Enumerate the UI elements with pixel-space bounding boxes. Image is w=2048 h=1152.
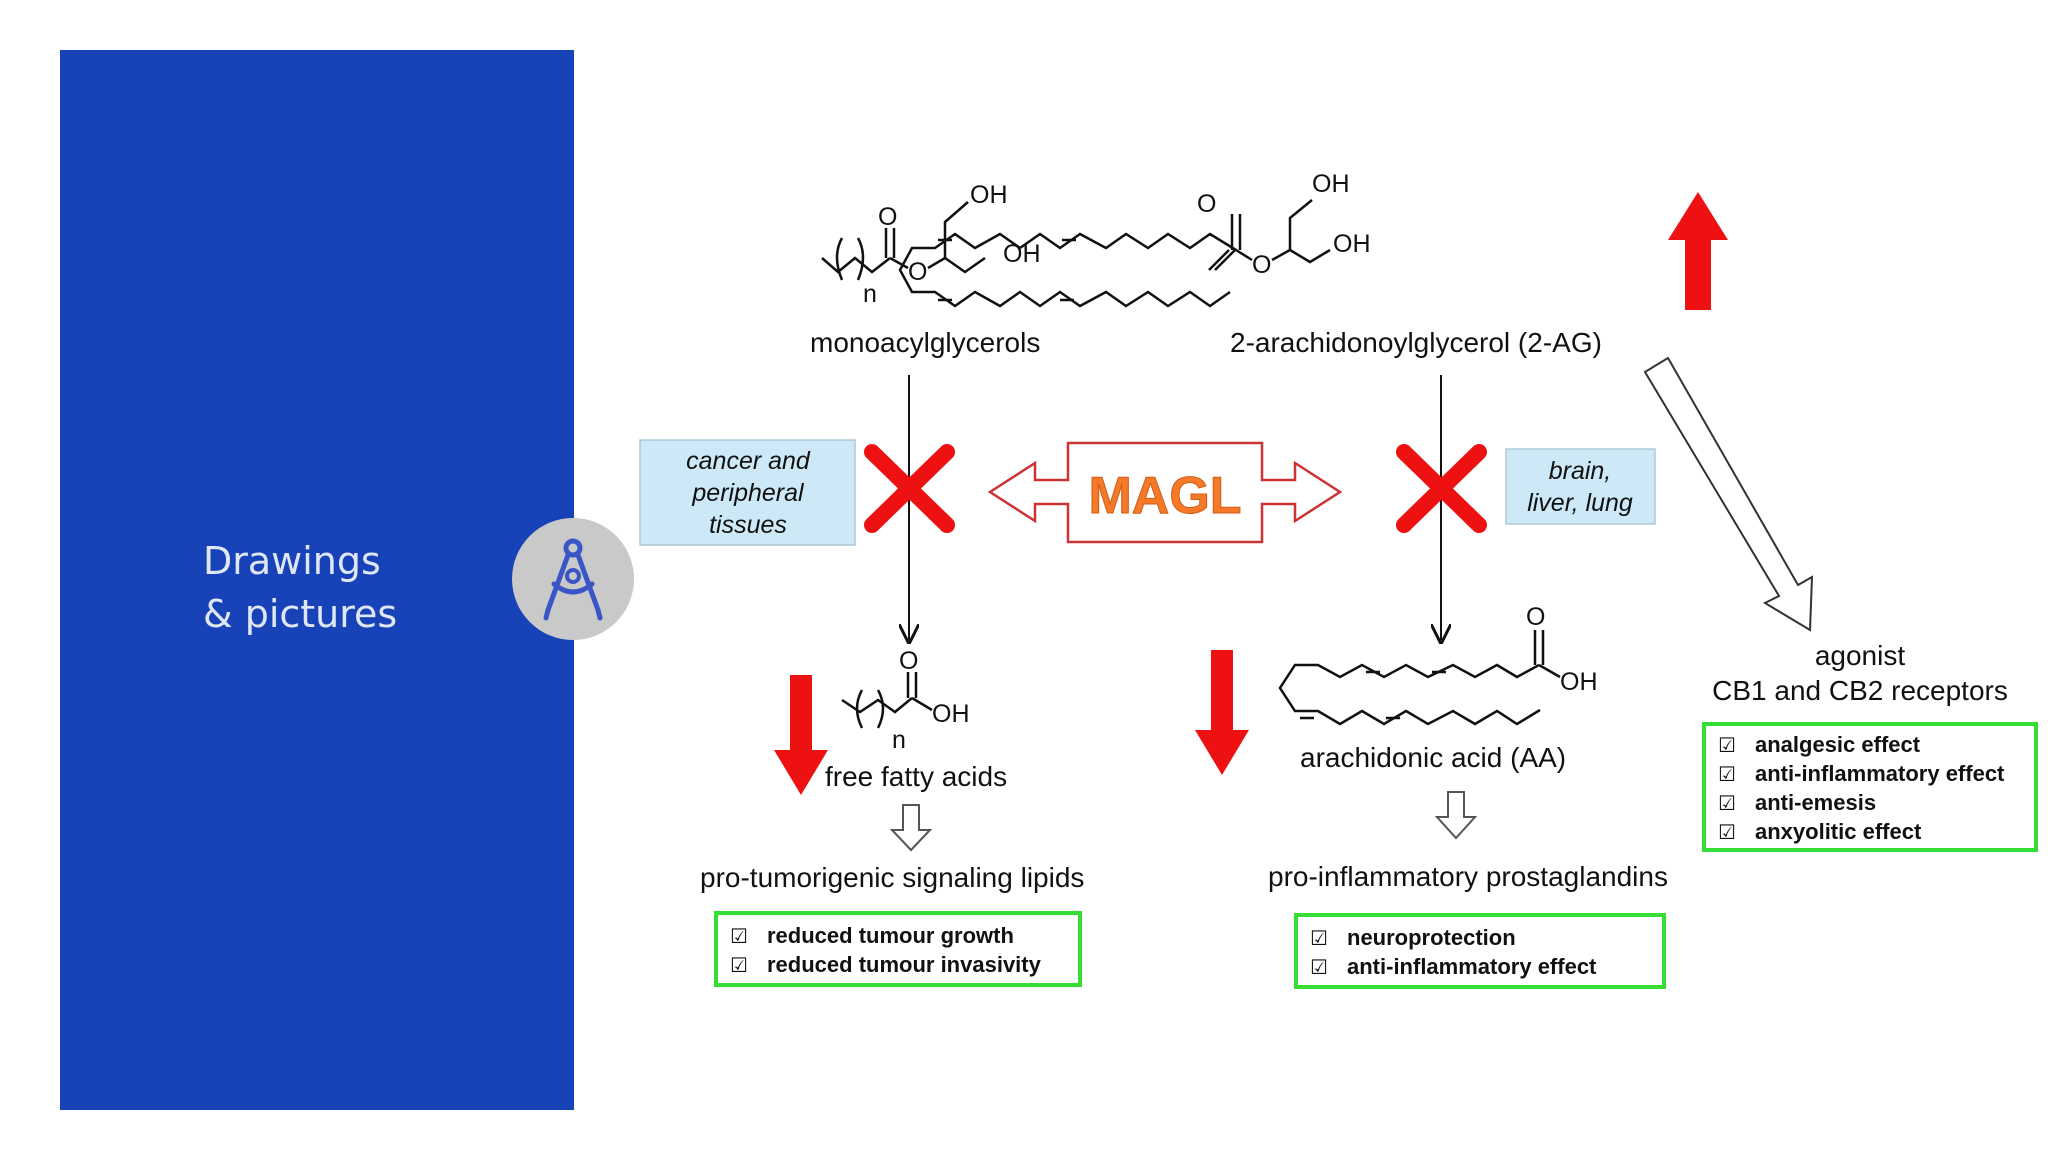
two-ag-hydroxyl-right: OH [1333,230,1371,258]
pro-tumorigenic-label: pro-tumorigenic signaling lipids [700,862,1084,893]
right-inhibition-x-icon [1396,444,1487,533]
free-fatty-acid-structure [841,672,933,729]
section-title-line-1: Drawings [203,539,381,583]
arachidonic-acid-label: arachidonic acid (AA) [1300,742,1566,773]
two-ag-hydroxyl-top: OH [1312,170,1350,198]
section-panel [60,50,574,1110]
right-effect-1: analgesic effect [1755,732,1921,757]
left-hollow-arrow-icon [889,804,933,852]
left-decrease-arrow-icon [774,675,828,795]
left-effect-1: reduced tumour growth [767,923,1014,948]
left-tissue-line-2: peripheral [691,479,805,507]
section-title: Drawings & pictures [203,535,397,641]
ffa-hydroxyl-label: OH [932,700,970,728]
checkbox-icon: ☑ [1718,820,1736,844]
agonist-line-1: agonist [1815,640,1906,671]
left-inhibition-x-icon [864,444,955,533]
left-tissue-box [639,439,856,546]
left-tissue-line-1: cancer and [686,447,811,475]
middle-effect-2: anti-inflammatory effect [1347,954,1597,979]
left-effect-2: reduced tumour invasivity [767,952,1042,977]
checkbox-icon: ☑ [730,953,748,977]
agonist-line-2: CB1 and CB2 receptors [1712,675,2008,706]
right-effect-2: anti-inflammatory effect [1755,761,2005,786]
ffa-n-label: n [892,726,906,754]
monoacylglycerol-structure [821,201,986,281]
two-ag-structure [898,199,1331,308]
right-effect-3: anti-emesis [1755,790,1876,815]
right-effect-4: anxyolitic effect [1755,819,1922,844]
checkbox-icon: ☑ [1310,926,1328,950]
increase-arrow-icon [1668,192,1728,310]
magl-label: MAGL [1088,467,1241,525]
middle-effect-1: neuroprotection [1347,925,1516,950]
monoacylglycerols-label: monoacylglycerols [810,327,1040,358]
arachidonic-acid-structure [1278,630,1561,726]
middle-hollow-arrow-icon [1434,791,1478,840]
section-title-line-2: & pictures [203,592,398,636]
hydroxyl-label-top: OH [970,181,1008,209]
middle-decrease-arrow-icon [1195,650,1249,775]
checkbox-icon: ☑ [1718,733,1736,757]
right-tissue-line-2: liver, lung [1527,489,1633,517]
pro-inflammatory-label: pro-inflammatory prostaglandins [1268,861,1668,892]
middle-effects-box [1294,913,1666,989]
checkbox-icon: ☑ [1718,762,1736,786]
right-effects-box [1702,722,2038,852]
ester-oxygen-label: O [908,258,927,286]
checkbox-icon: ☑ [1718,791,1736,815]
magl-double-arrow [987,441,1343,544]
chain-length-n-label: n [863,280,877,308]
aa-oxygen-label: O [1526,603,1545,631]
two-ag-label: 2-arachidonoylglycerol (2-AG) [1230,327,1602,358]
left-effects-box [714,911,1082,987]
hydroxyl-label-right: OH [1003,240,1041,268]
drafting-compass-badge [512,518,634,640]
carbonyl-oxygen-label: O [878,203,897,231]
checkbox-icon: ☑ [730,924,748,948]
drafting-compass-icon [543,538,603,621]
free-fatty-acids-label: free fatty acids [825,761,1007,792]
aa-hydroxyl-label: OH [1560,668,1598,696]
right-tissue-box [1505,448,1656,525]
checkbox-icon: ☑ [1310,955,1328,979]
two-ag-ester-oxygen-label: O [1252,251,1271,279]
right-tissue-line-1: brain, [1549,457,1612,485]
left-tissue-line-3: tissues [709,511,787,539]
two-ag-carbonyl-oxygen-label: O [1197,190,1216,218]
agonist-hollow-arrow-icon [1643,356,1814,632]
ffa-oxygen-label: O [899,647,918,675]
